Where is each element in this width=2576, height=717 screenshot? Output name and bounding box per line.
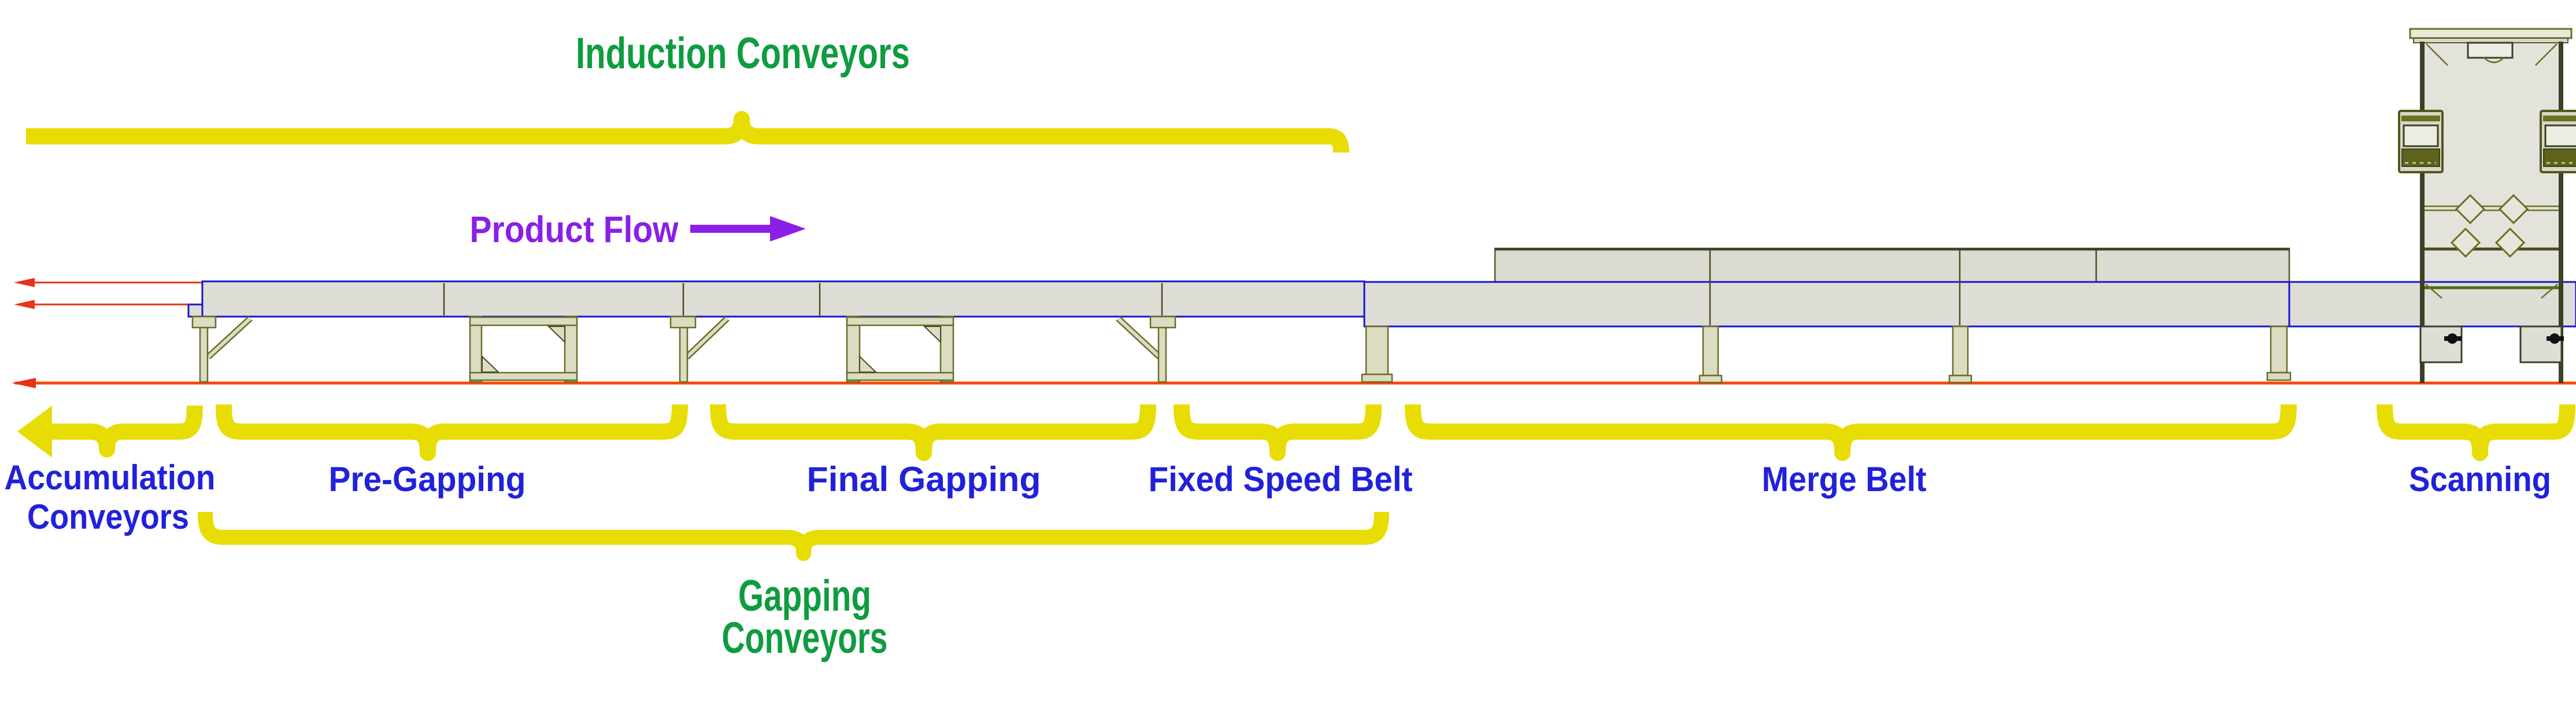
conveyor-leg (1116, 315, 1176, 383)
gapping-belt (201, 280, 1365, 318)
product-flow-label: Product Flow (470, 209, 679, 250)
frame-corner-brace (2426, 43, 2448, 66)
right-arrowhead-icon (770, 216, 806, 242)
scanner-camera-right (2540, 110, 2576, 173)
arrow-shaft (690, 225, 770, 233)
scanner-head-box (2467, 42, 2514, 59)
scanner-camera-left (2398, 110, 2444, 173)
merge-leg (1948, 325, 1972, 384)
reference-lines (12, 278, 2576, 388)
gapping-conveyors-label-line2: Conveyors (722, 614, 888, 663)
merge-leg (1698, 325, 1723, 384)
scanning-label: Scanning (2409, 460, 2551, 499)
accumulation-arrow-brace (17, 405, 203, 458)
left-arrowhead-floor-icon (12, 378, 36, 388)
belt-corner-brace (2541, 284, 2558, 299)
scanner-group (2288, 28, 2576, 383)
pre-gapping-label: Pre-Gapping (329, 460, 526, 499)
merge-belt-group (1361, 247, 2292, 384)
belt-corner-brace (2425, 284, 2442, 299)
scanner-foot (2419, 325, 2463, 363)
fixed-speed-belt-label: Fixed Speed Belt (1149, 460, 1413, 499)
pre-gapping-brace (216, 404, 688, 461)
scanner-frame-post-left (2420, 42, 2425, 383)
induction-conveyors-label: Induction Conveyors (576, 29, 910, 78)
scanner-tunnel-body (2425, 42, 2559, 325)
merge-upper-conveyor (1494, 247, 2290, 283)
conveyor-leg (669, 315, 730, 383)
scanner-head-lens (2484, 57, 2504, 64)
merge-belt-brace (1405, 404, 2297, 461)
diverter-diamonds (2450, 194, 2529, 258)
accumulation-label-line2: Conveyors (27, 497, 189, 536)
scanner-frame-post-right (2559, 42, 2563, 383)
scanner-foot (2519, 325, 2564, 363)
scanner-top-cap (2409, 28, 2573, 39)
merge-leg (1361, 325, 1393, 383)
gapping-conveyors-brace (198, 511, 1389, 561)
scanning-brace (2377, 404, 2575, 461)
conveyor-stand (846, 315, 954, 383)
conveyor-stand (469, 315, 578, 383)
fixed-speed-brace (1174, 404, 1382, 461)
gapping-conveyor-group (187, 280, 1365, 383)
braces (17, 111, 2575, 561)
left-arrowhead-lower-icon (14, 300, 35, 309)
merge-belt (1363, 281, 2290, 328)
gapping-conveyors-label-line1: Gapping (738, 571, 871, 621)
frame-corner-brace (2535, 43, 2558, 66)
conveyor-leg (191, 315, 253, 383)
accumulation-label-line1: Accumulation (5, 458, 216, 497)
left-arrowhead-upper-icon (14, 278, 35, 287)
accumulation-left-arrowhead-icon (17, 406, 52, 458)
belt-infeed-lip (187, 303, 205, 318)
merge-belt-label: Merge Belt (1762, 460, 1927, 499)
product-flow-arrow (690, 216, 806, 242)
induction-brace (26, 111, 1349, 153)
final-gapping-label: Final Gapping (807, 460, 1041, 499)
final-gapping-brace (710, 404, 1156, 461)
merge-leg (2266, 325, 2292, 381)
